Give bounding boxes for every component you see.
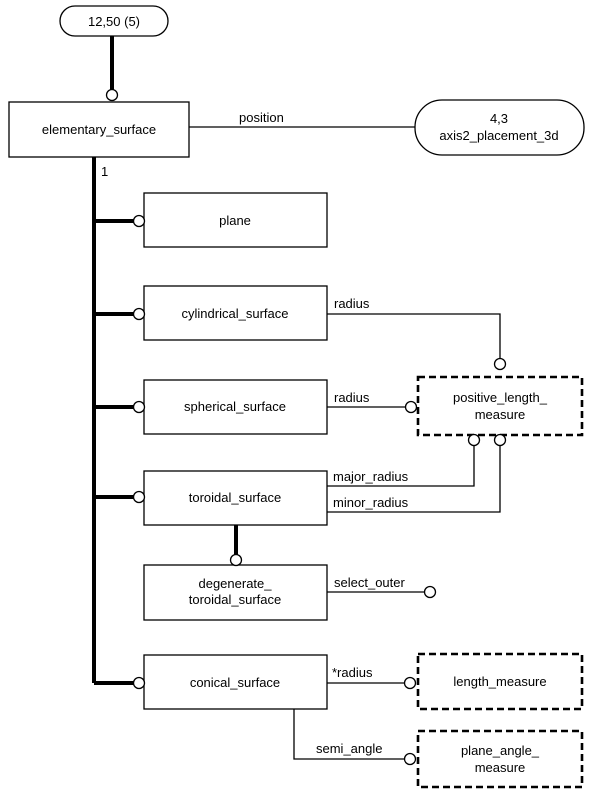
semi-angle-end-circle (403, 752, 417, 766)
minor-radius-label: minor_radius (333, 495, 409, 510)
page-ref-label: 12,50 (5) (88, 14, 140, 29)
spherical-circle (132, 400, 146, 414)
spherical-surface-label: spherical_surface (184, 399, 286, 414)
elementary-surface-box (8, 101, 190, 158)
semi-angle-label: semi_angle (316, 741, 383, 756)
cyl-radius-end-circle (493, 357, 507, 371)
plane-label: plane (219, 213, 251, 228)
conical-surface-box (143, 654, 328, 710)
degenerate-label-line1: degenerate_ (198, 576, 272, 591)
sph-radius-end-circle (404, 400, 418, 414)
cylindrical-surface-box (143, 285, 328, 341)
degenerate-toroidal-surface-box (143, 564, 328, 621)
major-radius-relation-line (327, 445, 475, 487)
plane-angle-label-line2: measure (475, 760, 526, 775)
axis-ref-label-line1: 4,3 (490, 111, 508, 126)
cylindrical-surface-label: cylindrical_surface (182, 306, 289, 321)
plane-angle-label-line1: plane_angle_ (461, 743, 540, 758)
toroidal-circle (132, 490, 146, 504)
conical-surface-label: conical_surface (190, 675, 280, 690)
minor-radius-relation-line (327, 445, 501, 513)
sph-radius-label: radius (334, 390, 370, 405)
spherical-surface-box (143, 379, 328, 435)
plane-box (143, 192, 328, 248)
plane-circle (132, 214, 146, 228)
positive-length-measure-box (416, 375, 584, 437)
positive-length-label-line2: measure (475, 407, 526, 422)
cone-radius-end-circle (403, 676, 417, 690)
length-measure-label: length_measure (453, 674, 546, 689)
toroidal-surface-box (143, 470, 328, 526)
axis2-placement-3d-ref-box (414, 99, 585, 156)
toroidal-surface-label: toroidal_surface (189, 490, 282, 505)
cylindrical-circle (132, 307, 146, 321)
cyl-radius-relation-line (327, 313, 501, 358)
select-outer-label: select_outer (334, 575, 405, 590)
major-radius-label: major_radius (333, 469, 409, 484)
minor-radius-end-circle (493, 433, 507, 447)
conical-circle (132, 676, 146, 690)
degenerate-circle (229, 553, 243, 567)
plane-angle-measure-box (416, 729, 584, 789)
semi-angle-relation-line (293, 709, 404, 760)
page-ref-circle (105, 88, 119, 102)
one-of-marker: 1 (101, 164, 108, 179)
major-radius-end-circle (467, 433, 481, 447)
positive-length-label-line1: positive_length_ (453, 390, 548, 405)
position-label: position (239, 110, 284, 125)
select-outer-end-circle (423, 585, 437, 599)
cone-radius-label: *radius (332, 665, 373, 680)
degenerate-label-line2: toroidal_surface (189, 592, 282, 607)
length-measure-box (416, 652, 584, 711)
page-ref-box (59, 5, 169, 37)
cyl-radius-label: radius (334, 296, 370, 311)
axis-ref-label-line2: axis2_placement_3d (439, 128, 558, 143)
elementary-surface-label: elementary_surface (42, 122, 156, 137)
